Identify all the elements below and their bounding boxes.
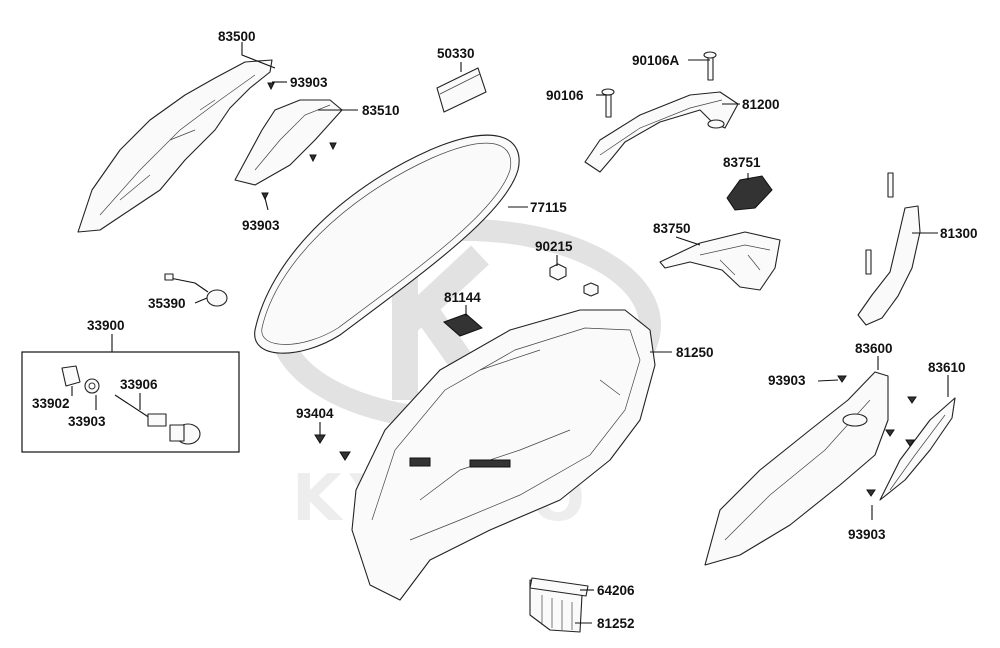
fasteners-83510 <box>261 82 337 201</box>
part-81144-shape <box>443 313 483 337</box>
part-50330-shape <box>436 67 487 113</box>
part-83600-shape <box>704 371 889 566</box>
label-83750: 83750 <box>653 221 691 236</box>
bolts-81200 <box>601 51 717 118</box>
part-81250-shape <box>351 309 656 601</box>
label-93903-left: 93903 <box>242 218 280 233</box>
label-83610: 83610 <box>928 360 966 375</box>
part-83751-shape <box>726 175 773 211</box>
label-93903-bottom: 93903 <box>848 527 886 542</box>
part-33900-box <box>21 351 240 453</box>
label-33906: 33906 <box>120 377 158 392</box>
part-81200-shape <box>584 91 739 173</box>
label-93903-right: 93903 <box>768 373 806 388</box>
label-81252: 81252 <box>597 616 635 631</box>
fasteners-83600 <box>837 375 917 497</box>
label-50330: 50330 <box>437 46 475 61</box>
part-83510-shape <box>234 99 343 186</box>
clips-93404 <box>314 434 351 461</box>
label-81250: 81250 <box>676 345 714 360</box>
nuts-90215 <box>549 263 599 297</box>
label-83510: 83510 <box>362 103 400 118</box>
label-81200: 81200 <box>742 97 780 112</box>
label-83751: 83751 <box>723 155 761 170</box>
part-81252-shape <box>529 577 589 633</box>
part-83610-shape <box>879 397 956 501</box>
label-90106A: 90106A <box>632 53 680 68</box>
label-93404: 93404 <box>296 406 334 421</box>
part-83500-shape <box>77 59 273 233</box>
part-81300-shape <box>857 172 921 326</box>
label-64206: 64206 <box>597 583 635 598</box>
label-81300: 81300 <box>940 226 978 241</box>
label-90106: 90106 <box>546 88 584 103</box>
label-93903-top: 93903 <box>290 75 328 90</box>
part-77115-shape <box>254 134 520 354</box>
label-33902: 33902 <box>32 396 70 411</box>
label-81144: 81144 <box>444 290 481 305</box>
label-83500: 83500 <box>218 29 256 44</box>
label-33903: 33903 <box>68 414 106 429</box>
label-77115: 77115 <box>530 200 567 215</box>
label-90215: 90215 <box>535 239 573 254</box>
label-35390: 35390 <box>148 296 186 311</box>
label-33900: 33900 <box>87 318 125 333</box>
leader-lines <box>71 42 949 624</box>
part-83750-shape <box>659 231 781 291</box>
label-83600: 83600 <box>855 341 893 356</box>
part-labels: 83500 93903 83510 93903 50330 77115 9010… <box>32 29 978 631</box>
